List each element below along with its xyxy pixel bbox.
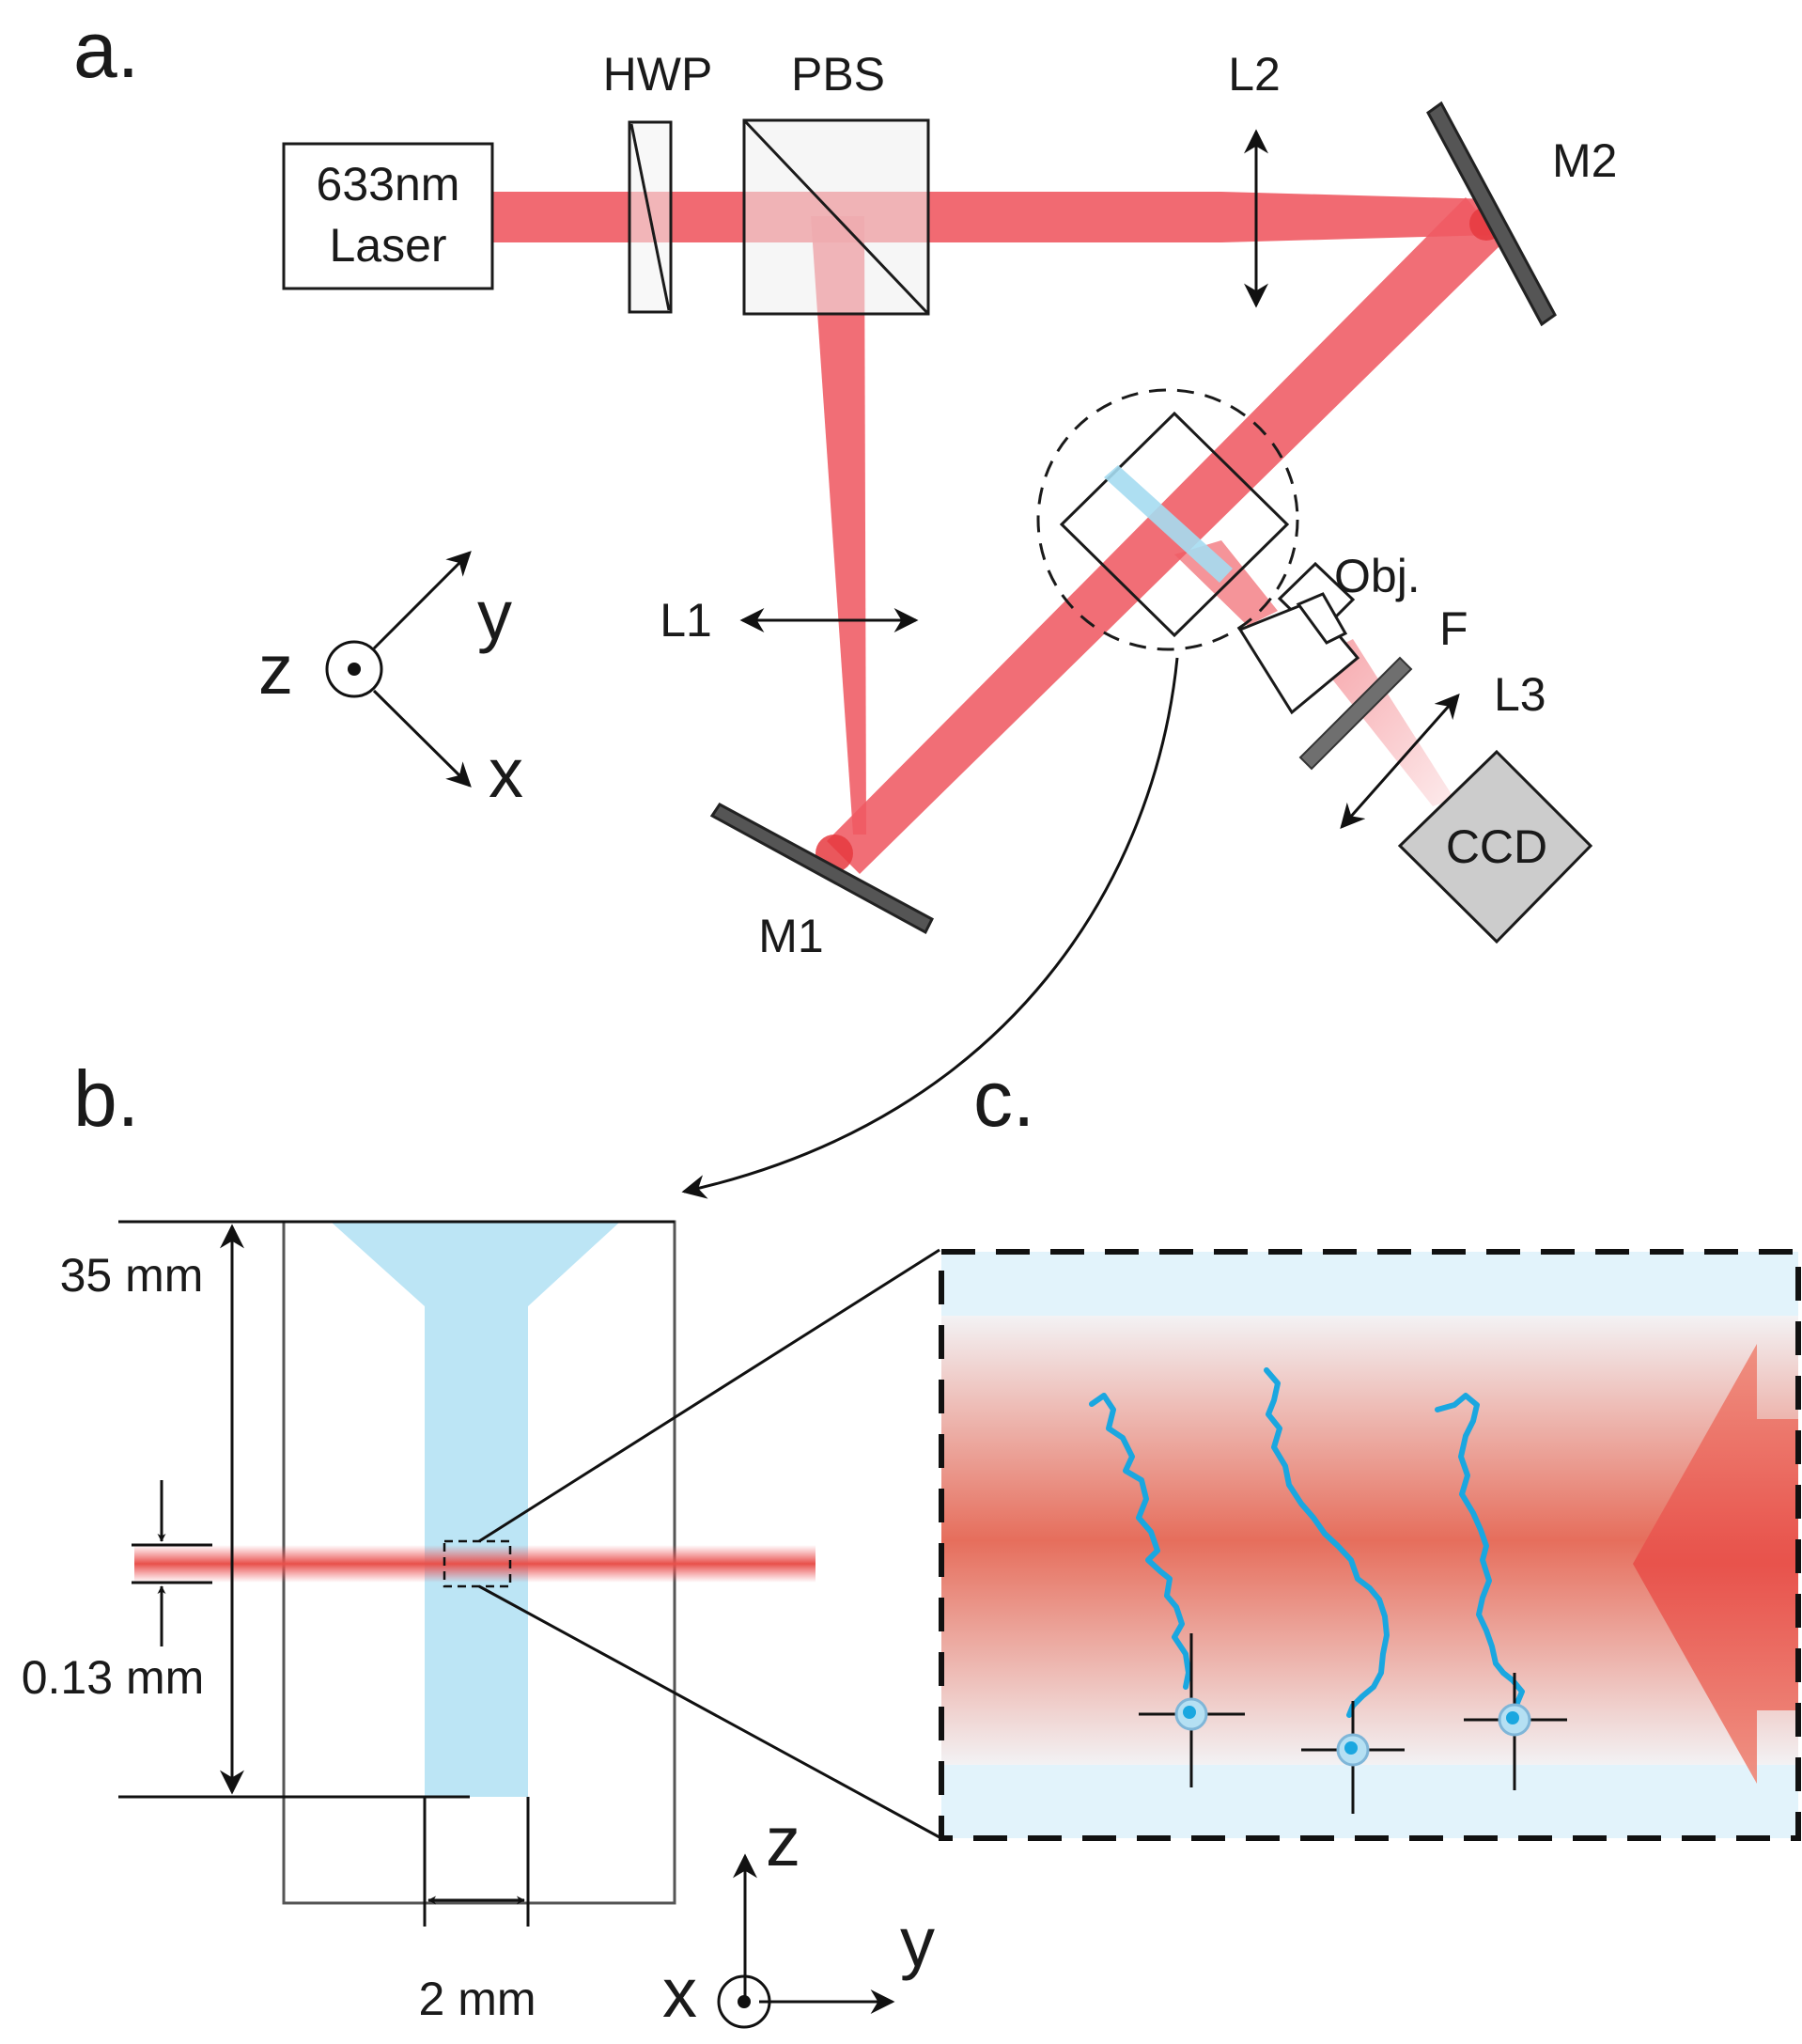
zoom-line-bottom <box>478 1584 940 1839</box>
channel-width-dimension: 2 mm <box>419 1797 536 2025</box>
trajectory-2 <box>1264 1367 1390 1718</box>
axis-a-x-label: x <box>489 734 523 812</box>
radiation-force-arrow <box>1633 1344 1798 1784</box>
particle-marker-3 <box>1464 1673 1567 1790</box>
filter-label: F <box>1439 602 1468 655</box>
l3-label: L3 <box>1494 668 1546 721</box>
laser-sheet-b <box>134 1545 816 1583</box>
zoom-line-top <box>478 1248 940 1543</box>
panel-label-a: a. <box>73 6 139 94</box>
lens-l2: L2 <box>1228 48 1281 308</box>
coordinate-axes-b: z y x <box>662 1802 935 2032</box>
l2-label: L2 <box>1228 48 1281 101</box>
objective-lens: Obj. <box>1237 550 1421 715</box>
particle-marker-1 <box>1139 1633 1245 1787</box>
ccd-label: CCD <box>1446 820 1547 873</box>
m1-label: M1 <box>758 910 823 962</box>
panel-label-c: c. <box>973 1054 1034 1143</box>
m2-label: M2 <box>1552 134 1617 187</box>
mirror-m1: M1 <box>709 803 934 962</box>
lens-l1: L1 <box>660 594 919 647</box>
zoom-box <box>443 1539 512 1588</box>
zoomed-channel-view <box>939 1249 1801 1841</box>
chip-length-label: 35 mm <box>60 1249 204 1302</box>
trajectory-3 <box>1435 1393 1525 1706</box>
channel-width-label: 2 mm <box>419 1973 536 2025</box>
coordinate-axes-a: y x z <box>258 551 523 812</box>
chip-length-dimension: 35 mm <box>60 1220 675 1799</box>
beam-waist-label: 0.13 mm <box>22 1651 205 1704</box>
axis-b-y-label: y <box>900 1903 935 1981</box>
particle-trajectories <box>1089 1367 1525 1718</box>
laser-source: 633nm Laser <box>282 142 494 290</box>
ccd-camera: CCD <box>1397 749 1593 944</box>
particle-marker-2 <box>1301 1701 1405 1814</box>
lens-l3: L3 <box>1340 668 1546 829</box>
axis-a-z-label: z <box>258 631 293 709</box>
trajectory-1 <box>1089 1393 1191 1690</box>
pbs-label: PBS <box>791 48 885 101</box>
half-wave-plate: HWP <box>603 48 713 314</box>
panel-label-b: b. <box>73 1054 139 1143</box>
axis-a-y-label: y <box>477 576 512 654</box>
polarizing-beam-splitter: PBS <box>742 48 930 316</box>
hwp-label: HWP <box>603 48 713 101</box>
l1-label: L1 <box>660 594 712 647</box>
particle-markers <box>1139 1633 1567 1814</box>
laser-label-wavelength: 633nm <box>317 158 460 211</box>
mirror-m2: M2 <box>1426 101 1617 327</box>
sample-cell <box>1036 388 1299 651</box>
beam-waist-dimension: 0.13 mm <box>22 1480 212 1704</box>
zoom-arrow <box>681 657 1179 1199</box>
axis-b-z-label: z <box>766 1802 800 1880</box>
objective-label: Obj. <box>1334 550 1421 602</box>
laser-label-name: Laser <box>329 219 446 272</box>
axis-b-x-label: x <box>662 1954 697 2032</box>
